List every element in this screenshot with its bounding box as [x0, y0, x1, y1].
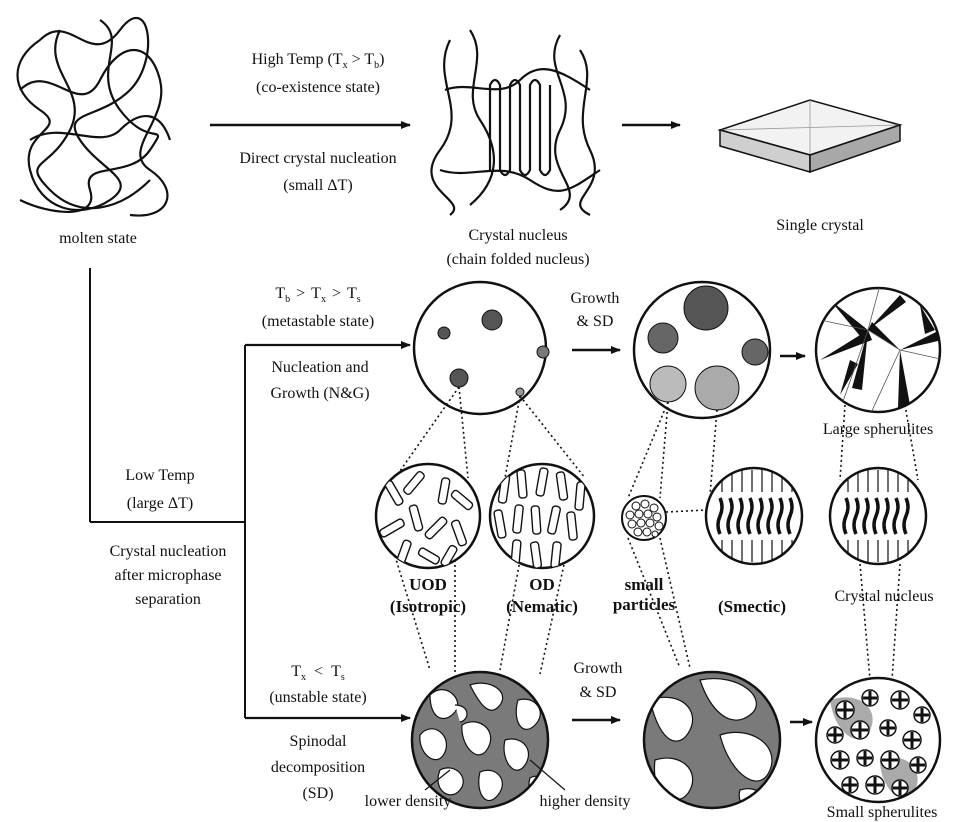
sd-abbrev-label: (SD) [302, 785, 333, 802]
crystal-nucleation-label: Crystal nucleation [110, 543, 227, 560]
low-temp-label: Low Temp [125, 467, 194, 484]
decomposition-label: decomposition [271, 759, 365, 776]
crystal-nucleus-label: Crystal nucleus [468, 227, 567, 244]
ng-early-circle [414, 282, 549, 414]
separation-label: separation [135, 591, 201, 608]
sd-growth-label: Growth [574, 660, 623, 677]
molten-state-label: molten state [59, 230, 137, 247]
small-particles-connector [666, 510, 706, 512]
uod-label: UOD [409, 575, 447, 594]
nematic-label: (Nematic) [506, 597, 578, 616]
od-nematic-circle [490, 464, 594, 568]
sd-sd-label: & SD [580, 684, 617, 701]
spinodal-label: Spinodal [290, 733, 347, 750]
direct-nucleation-label: Direct crystal nucleation [239, 150, 396, 167]
ng-label: Growth (N&G) [270, 385, 369, 402]
co-existence-state-label: (co-existence state) [256, 79, 380, 96]
higher-density-label: higher density [539, 793, 630, 810]
small-spherulites-label: Small spherulites [827, 804, 938, 821]
large-delta-t-label: (large ΔT) [127, 495, 193, 512]
metastable-state-label: (metastable state) [262, 313, 374, 330]
single-crystal-label: Single crystal [776, 217, 864, 234]
ng-grown-circle [634, 282, 770, 418]
nucleation-growth-label: Nucleation and [271, 359, 368, 376]
branch-lines [90, 268, 245, 718]
sd-temperature-condition: Tx<Ts [291, 663, 345, 683]
particles-label: particles [613, 595, 676, 614]
small-label: small [625, 575, 664, 594]
smectic-label: (Smectic) [718, 597, 786, 616]
high-temp-condition: High Temp (Tx > Tb) [252, 51, 385, 71]
small-delta-t-label: (small ΔT) [283, 177, 352, 194]
od-label: OD [529, 575, 555, 594]
chain-folded-nucleus [431, 30, 600, 215]
single-crystal-slab [720, 100, 900, 172]
small-spherulites-circle [816, 678, 940, 802]
uod-isotropic-circle [376, 464, 480, 568]
large-spherulites-circle [816, 285, 945, 415]
isotropic-label: (Isotropic) [390, 597, 466, 616]
chain-folded-label: (chain folded nucleus) [446, 251, 589, 268]
small-particles-circle [622, 496, 666, 540]
crystal-nucleus-middle-label: Crystal nucleus [834, 588, 933, 605]
large-spherulites-label: Large spherulites [823, 421, 933, 438]
sd-grown-circle [644, 672, 780, 813]
smectic-circle [706, 468, 802, 564]
molten-state-chains [18, 18, 171, 216]
ng-temperature-condition: Tb>Tx>Ts [275, 285, 360, 305]
crystal-nucleus-circle [830, 468, 926, 564]
ng-sd-label: & SD [577, 313, 614, 330]
unstable-state-label: (unstable state) [269, 689, 366, 706]
sd-early-circle [412, 672, 548, 808]
lower-density-label: lower density [365, 793, 452, 810]
ng-growth-label: Growth [571, 290, 620, 307]
after-microphase-label: after microphase [114, 567, 221, 584]
